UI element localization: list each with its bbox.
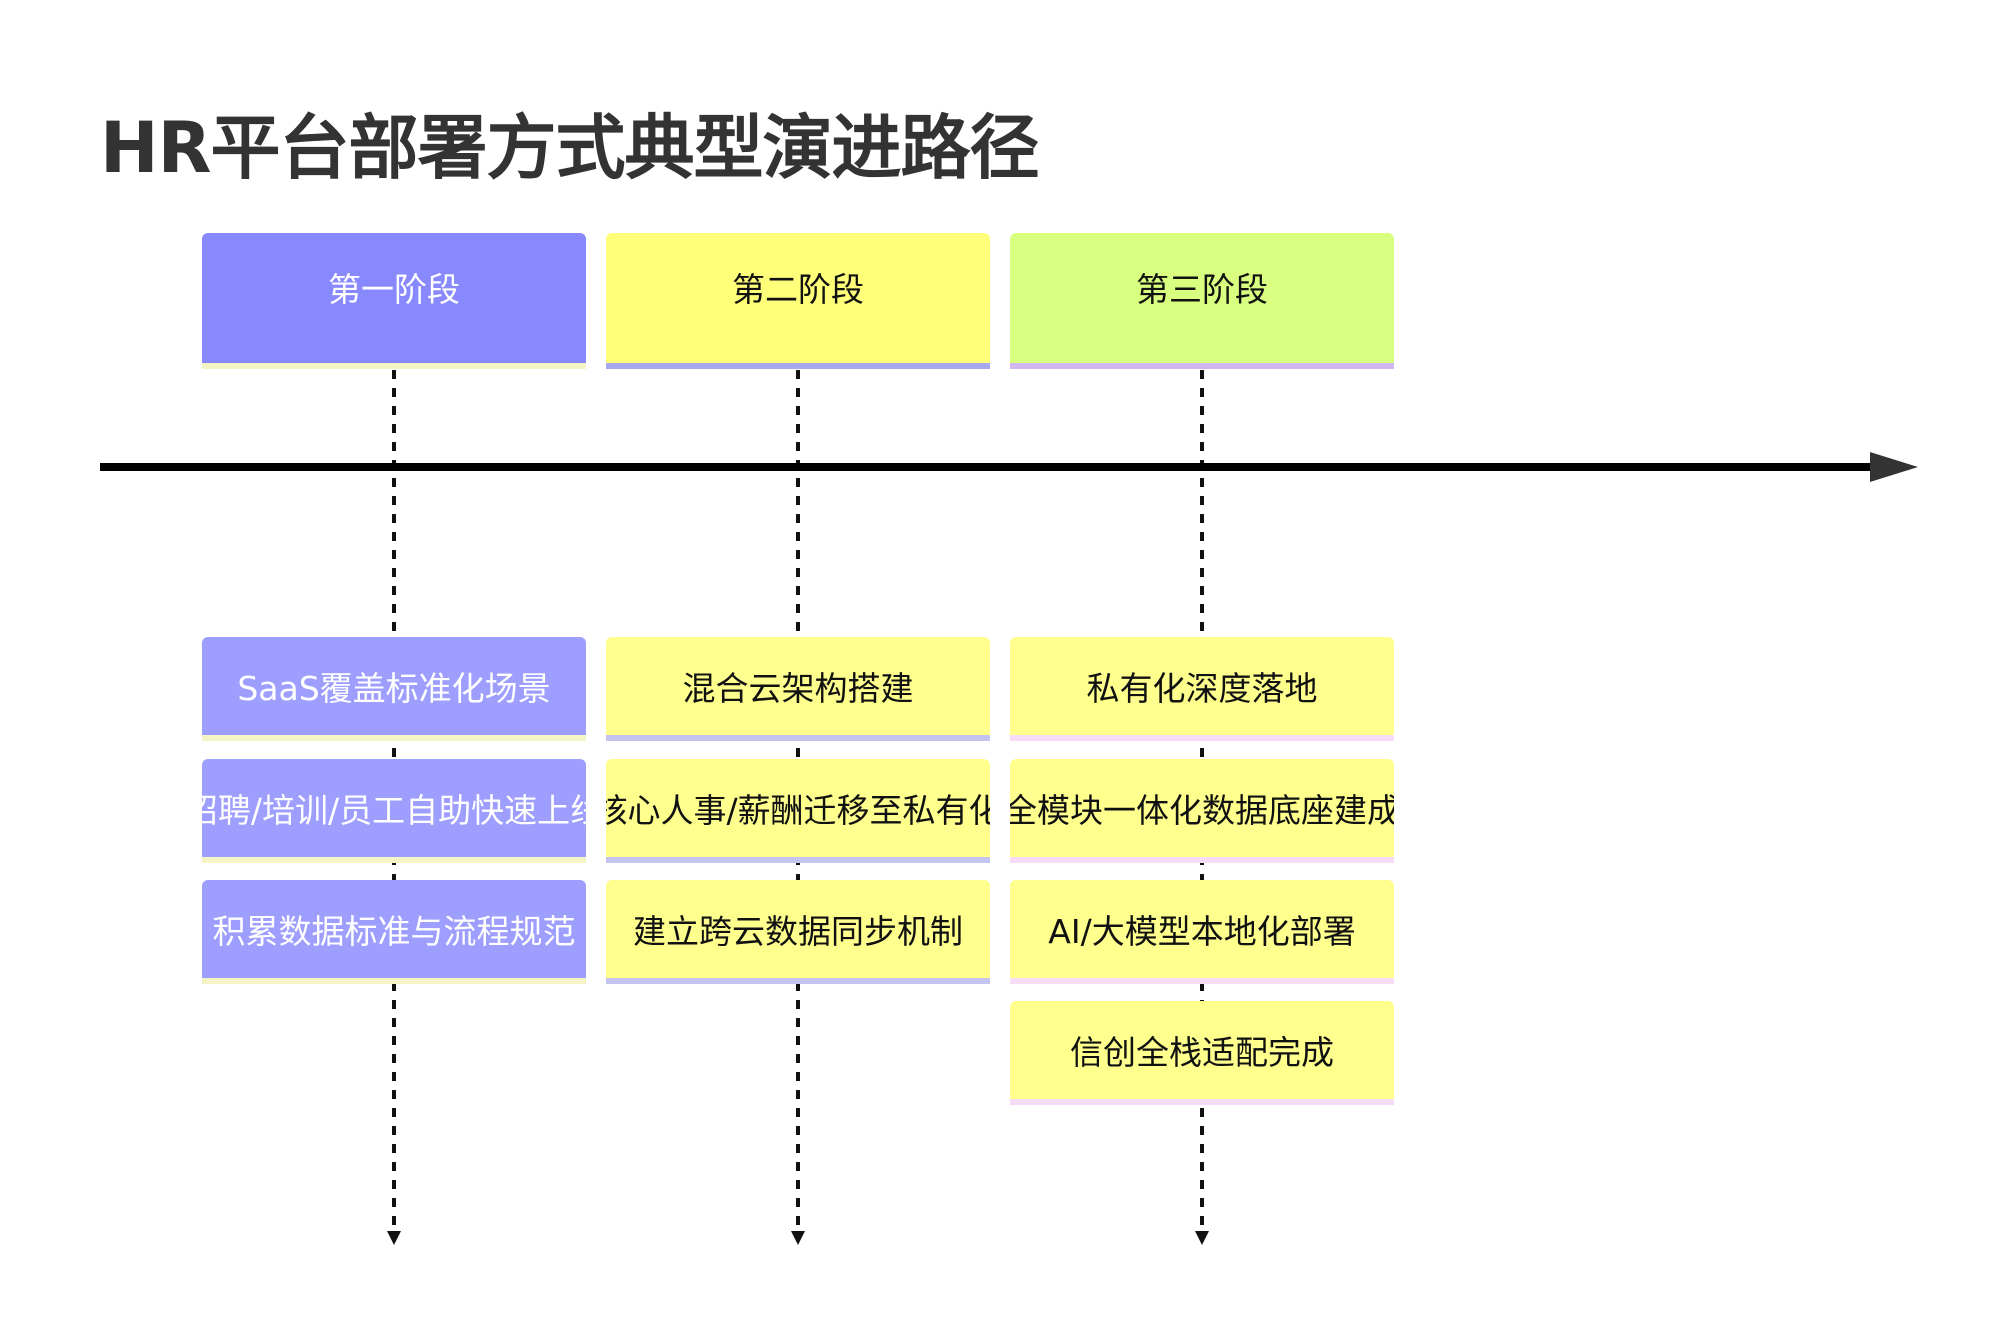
phase-header-label: 第三阶段 <box>1136 270 1268 309</box>
phase-item-label: 全模块一体化数据底座建成 <box>1010 791 1394 830</box>
phase-item: 招聘/培训/员工自助快速上线 <box>202 759 586 863</box>
phase-item: SaaS覆盖标准化场景 <box>202 637 586 741</box>
page-title: HR平台部署方式典型演进路径 <box>100 107 1039 189</box>
phase-item-label: 私有化深度落地 <box>1086 669 1318 708</box>
phase-item-label: 建立跨云数据同步机制 <box>633 912 963 951</box>
phase-header-label: 第一阶段 <box>328 270 460 309</box>
phase-item: 建立跨云数据同步机制 <box>606 880 990 984</box>
phase-item: 核心人事/薪酬迁移至私有化 <box>606 759 990 863</box>
phase-item: 混合云架构搭建 <box>606 637 990 741</box>
phase-item: 积累数据标准与流程规范 <box>202 880 586 984</box>
phase-item-label: 核心人事/薪酬迁移至私有化 <box>606 791 990 830</box>
phase-item: 信创全栈适配完成 <box>1010 1001 1394 1105</box>
phase-header: 第三阶段 <box>1010 233 1394 369</box>
phase-item-label: 混合云架构搭建 <box>682 669 914 708</box>
phase-header: 第一阶段 <box>202 233 586 369</box>
phase-item: AI/大模型本地化部署 <box>1010 880 1394 984</box>
phase-item: 私有化深度落地 <box>1010 637 1394 741</box>
phase-item-label: 积累数据标准与流程规范 <box>212 912 576 951</box>
phase-header: 第二阶段 <box>606 233 990 369</box>
phase-item-label: AI/大模型本地化部署 <box>1048 912 1356 951</box>
phase-item: 全模块一体化数据底座建成 <box>1010 759 1394 863</box>
timeline-arrowhead <box>1870 452 1918 482</box>
phase-item-label: 招聘/培训/员工自助快速上线 <box>202 791 586 830</box>
phase-item-label: SaaS覆盖标准化场景 <box>237 669 551 708</box>
phase-item-label: 信创全栈适配完成 <box>1070 1033 1334 1072</box>
phase-header-label: 第二阶段 <box>732 270 864 309</box>
